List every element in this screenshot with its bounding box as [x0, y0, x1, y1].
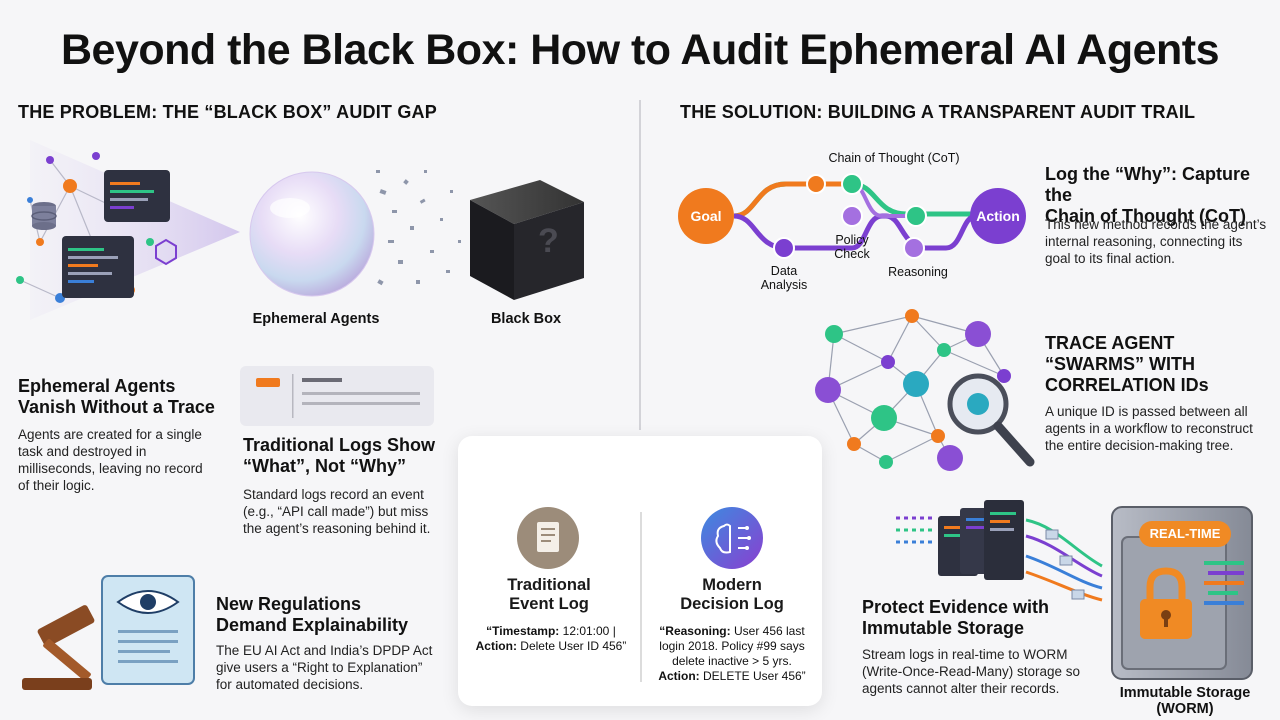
document-icon [517, 507, 579, 569]
real-time-badge: REAL-TIME [1139, 521, 1231, 547]
swarm-node [931, 429, 945, 443]
cot-flow-diagram [678, 173, 1026, 259]
database-icon [31, 202, 57, 230]
node-dot [146, 238, 154, 246]
traditional-log-sample: “Timestamp: 12:01:00 | Action: Delete Us… [475, 624, 627, 653]
regulations-title: New Regulations Demand Explainability [216, 594, 409, 635]
node-dot [16, 276, 24, 284]
cot-node [841, 173, 863, 195]
eye-icon [116, 590, 180, 614]
cot-node [903, 237, 925, 259]
swarm-node [825, 325, 843, 343]
cot-node [841, 205, 863, 227]
code-window-icon [62, 236, 134, 298]
log-stream-illustration [896, 500, 1103, 602]
vault-icon [1111, 506, 1253, 680]
reasoning-label: Reasoning [888, 265, 948, 279]
vanish-title: Ephemeral Agents Vanish Without a Trace [18, 376, 215, 417]
policy-check-label: Policy Check [834, 233, 870, 261]
swarm-node [881, 355, 895, 369]
swarm-node [879, 455, 893, 469]
swarm-node [871, 405, 897, 431]
swarm-node [847, 437, 861, 451]
problem-heading: THE PROBLEM: THE “BLACK BOX” AUDIT GAP [18, 102, 437, 122]
swarm-body: A unique ID is passed between all agents… [1045, 404, 1253, 453]
cot-title: Log the “Why”: Capture the Chain of Thou… [1045, 164, 1250, 226]
black-box-cube [470, 180, 584, 300]
code-window-icon [984, 500, 1024, 580]
cot-body: This new method records the agent’s inte… [1045, 217, 1267, 266]
swarm-node [903, 371, 929, 397]
modern-log-sample: “Reasoning: User 456 last login 2018. Po… [658, 624, 806, 683]
swarm-node [965, 321, 991, 347]
logs-title: Traditional Logs Show “What”, Not “Why” [243, 435, 436, 476]
log-card-icon [240, 366, 434, 426]
swarm-title: TRACE AGENT “SWARMS” WITH CORRELATION ID… [1045, 333, 1209, 395]
modern-log-title: Modern Decision Log [680, 576, 784, 613]
traditional-log-title: Traditional Event Log [507, 576, 591, 613]
cot-node [905, 205, 927, 227]
padlock-icon [1140, 567, 1192, 639]
black-box-caption: Black Box [490, 311, 562, 327]
storage-title: Protect Evidence with Immutable Storage [862, 597, 1050, 638]
goal-label: Goal [690, 208, 722, 224]
gavel-document-illustration [22, 575, 195, 690]
magnifier-icon [947, 373, 1035, 467]
cube-icon [155, 238, 177, 266]
logs-body: Standard logs record an event (e.g., “AP… [243, 487, 431, 536]
solution-heading: THE SOLUTION: BUILDING A TRANSPARENT AUD… [680, 102, 1196, 122]
swarm-node [937, 445, 963, 471]
ephemeral-agents-illustration [16, 140, 584, 320]
action-node [970, 188, 1026, 244]
node-dot [46, 156, 54, 164]
cot-top-label: Chain of Thought (CoT) [828, 151, 960, 165]
data-analysis-label: Data Analysis [760, 264, 808, 292]
swarm-node [905, 309, 919, 323]
vanish-body: Agents are created for a single task and… [18, 427, 203, 493]
node-dot [27, 197, 33, 203]
swarm-node [997, 369, 1011, 383]
swarm-node [815, 377, 841, 403]
node-dot [36, 238, 44, 246]
card-divider [640, 512, 642, 682]
goal-node [678, 188, 734, 244]
ephemeral-agents-caption: Ephemeral Agents [252, 311, 380, 327]
log-comparison-card: Traditional Event Log Modern Decision Lo… [458, 436, 822, 706]
cot-node [806, 174, 826, 194]
question-mark-icon: ? [538, 222, 559, 260]
swarm-network-illustration [815, 309, 1035, 471]
cot-node [773, 237, 795, 259]
storage-body: Stream logs in real-time to WORM (Write-… [862, 647, 1081, 696]
node-dot [92, 152, 100, 160]
storage-caption: Immutable Storage (WORM) [1119, 685, 1251, 717]
ephemeral-orb [249, 171, 375, 297]
code-window-icon [104, 170, 170, 222]
regulations-body: The EU AI Act and India’s DPDP Act give … [216, 643, 433, 692]
gavel-icon [22, 605, 95, 690]
node-dot [63, 179, 77, 193]
action-label: Action [976, 208, 1020, 224]
page-title: Beyond the Black Box: How to Audit Ephem… [60, 26, 1220, 74]
swarm-node [937, 343, 951, 357]
section-divider [639, 100, 641, 430]
brain-icon [701, 507, 763, 569]
